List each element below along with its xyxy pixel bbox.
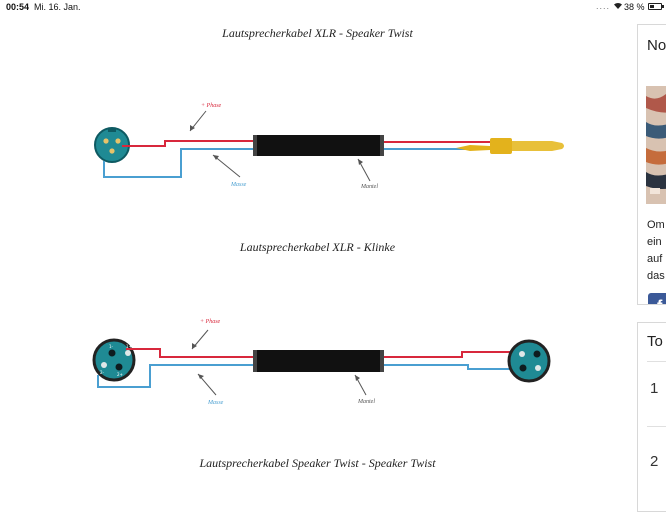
diagram-speaker-twist: 1- 1+ 2- 2+ + Phase Masse Mantel xyxy=(92,319,551,406)
card-title: To xyxy=(647,333,663,350)
card-title: No xyxy=(647,37,666,54)
rank-number[interactable]: 2 xyxy=(650,453,659,470)
pin-label-2m: 2- xyxy=(100,370,105,375)
masse-wire xyxy=(103,148,255,178)
mantel-label: Mantel xyxy=(357,399,375,405)
facebook-share-button[interactable]: f xyxy=(648,293,666,304)
caption-xlr-speaker-twist: Lautsprecherkabel XLR - Speaker Twist xyxy=(222,26,413,40)
news-thumbnail-image[interactable] xyxy=(646,86,666,204)
excerpt-line: ein xyxy=(647,236,662,248)
card-excerpt: Om ein auf das xyxy=(647,217,665,285)
masse-label: Masse xyxy=(230,182,247,188)
sidebar-news-card[interactable]: No Om ein auf das f xyxy=(637,24,666,305)
mantel-label: Mantel xyxy=(360,184,378,190)
status-date: Mi. 16. Jan. xyxy=(34,2,81,12)
masse-label: Masse xyxy=(207,400,224,406)
excerpt-line: Om xyxy=(647,219,665,231)
cable-body xyxy=(253,350,384,372)
phase-label: + Phase xyxy=(200,319,221,325)
rank-number[interactable]: 1 xyxy=(650,380,659,397)
wifi-icon xyxy=(613,1,623,12)
status-bar: 00:54 Mi. 16. Jan. .... 38 % xyxy=(0,0,666,14)
speaker-twist-connector-left: 1- 1+ 2- 2+ xyxy=(92,338,136,382)
sidebar-top-list-card: To 1 2 xyxy=(637,322,666,512)
caption-speaker-twist-speaker-twist: Lautsprecherkabel Speaker Twist - Speake… xyxy=(199,456,436,470)
status-time: 00:54 xyxy=(6,2,30,12)
excerpt-line: auf xyxy=(647,253,663,265)
pin-label-2p: 2+ xyxy=(117,372,123,377)
diagram-xlr-klinke: + Phase Masse Mantel xyxy=(94,103,564,190)
battery-icon xyxy=(648,3,664,10)
battery-percentage: 38 % xyxy=(624,2,645,12)
cable-body xyxy=(253,135,384,156)
phase-label: + Phase xyxy=(201,103,222,109)
pin-label-1p: 1+ xyxy=(126,344,132,349)
phase-wire xyxy=(122,140,255,147)
multitasking-dots-icon[interactable]: .... xyxy=(596,1,611,11)
facebook-icon: f xyxy=(657,298,662,304)
jack-plug xyxy=(456,138,564,154)
excerpt-line: das xyxy=(647,270,665,282)
speaker-twist-connector-right xyxy=(507,339,551,383)
caption-xlr-klinke: Lautsprecherkabel XLR - Klinke xyxy=(239,240,396,254)
pin-label-1m: 1- xyxy=(109,344,114,349)
